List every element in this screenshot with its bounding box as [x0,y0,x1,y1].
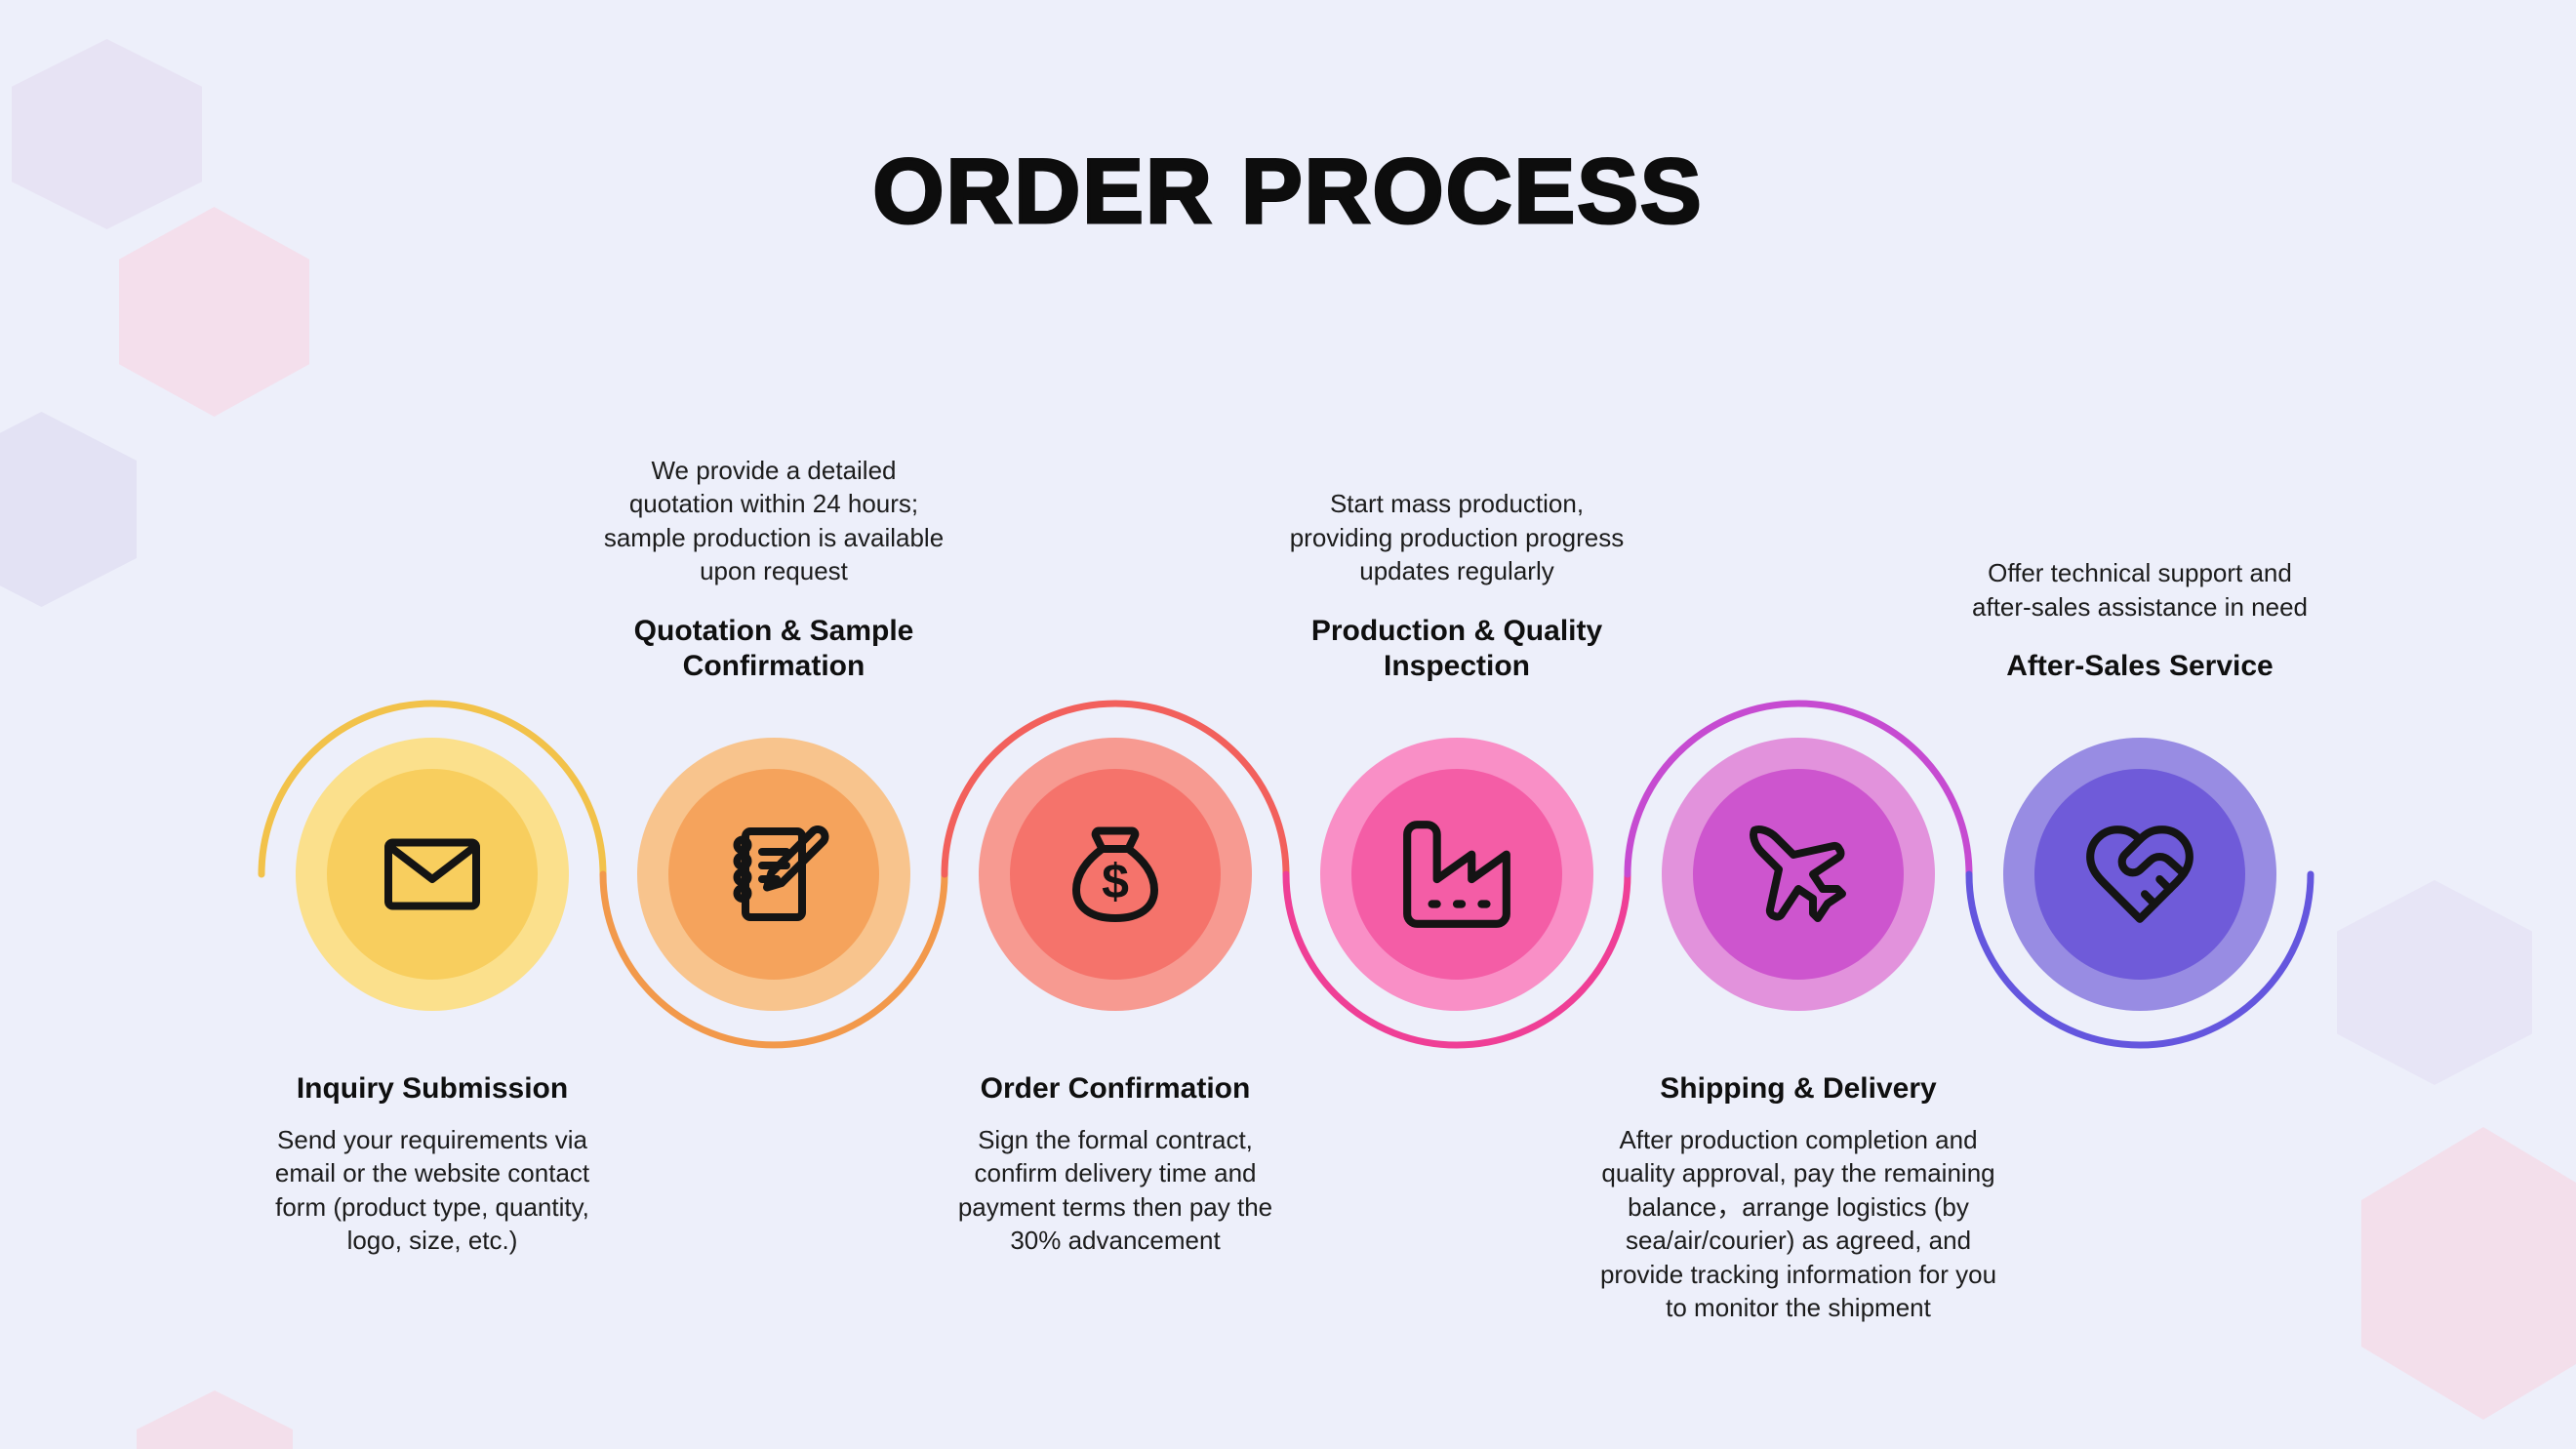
step-description: After production completion and quality … [1599,1124,1997,1323]
page-title: ORDER PROCESS [871,139,1704,244]
step-description: Offer technical support and after-sales … [1972,558,2308,622]
step-circle-inner [1693,769,1904,980]
hexagon-decoration [12,39,202,229]
hexagon-decoration [2361,1127,2576,1420]
step-circle-inner [327,769,538,980]
step-circle [1320,738,1593,1011]
heart-handshake-icon [2086,825,2194,923]
envelope-icon [384,838,480,910]
factory-icon [1403,821,1510,928]
step-circle [1662,738,1935,1011]
step-circle [637,738,910,1011]
notepad-pencil-icon [733,825,829,922]
step-title: Inquiry Submission [296,1072,569,1105]
hexagon-decoration [2337,880,2532,1085]
step-title: Order Confirmation [980,1072,1251,1105]
dollar-glyph: $ [1102,855,1129,909]
step-description: Sign the formal contract, confirm delive… [957,1124,1273,1256]
step-title: Shipping & Delivery [1660,1072,1937,1105]
step-description: Send your requirements via email or the … [274,1124,590,1256]
step-description: Start mass production, providing product… [1289,489,1625,586]
step-circle [2003,738,2276,1011]
step-title: Quotation & Sample Confirmation [633,614,914,683]
step-title: After-Sales Service [2006,650,2274,683]
step-circle [296,738,569,1011]
step-circle-inner [668,769,879,980]
step-circle-inner [2034,769,2245,980]
step-title: Production & Quality Inspection [1310,614,1603,683]
money-bag-icon: $ [1072,826,1158,922]
step-circle-inner: $ [1010,769,1221,980]
step-description: We provide a detailed quotation within 2… [603,455,945,586]
step-circle: $ [979,738,1252,1011]
airplane-icon [1750,825,1846,922]
hexagon-decoration [0,412,137,607]
step-circle-inner [1351,769,1562,980]
hexagon-decoration [137,1390,293,1449]
